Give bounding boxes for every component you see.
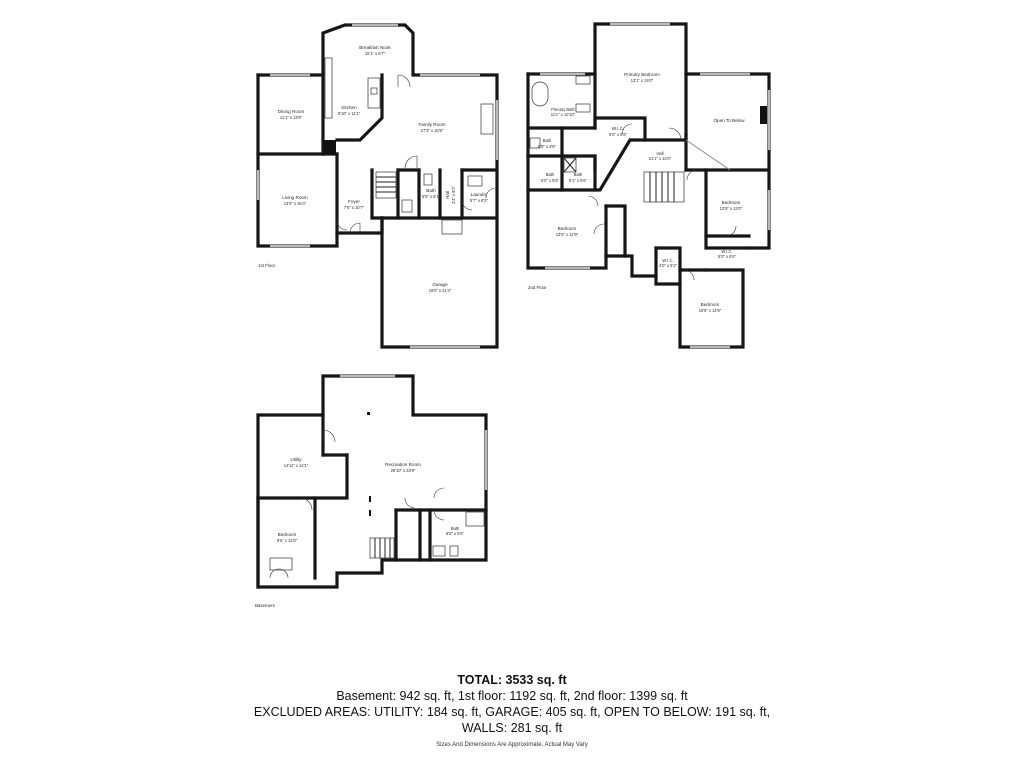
family-room-dims: 27'3" x 16'5" bbox=[421, 128, 444, 133]
dining-room-name: Dining Room bbox=[278, 109, 305, 114]
excluded-areas-line-1: EXCLUDED AREAS: UTILITY: 184 sq. ft, GAR… bbox=[253, 705, 771, 719]
first-floor-plan: 1st Floor Breakfast Nook 15'1" x 6'7" Di… bbox=[256, 23, 499, 349]
disclaimer: Sizes And Dimensions Are Approximate, Ac… bbox=[436, 742, 588, 748]
utility-name: Utility bbox=[290, 457, 302, 462]
primary-bath-name: Primary Bath bbox=[551, 107, 575, 112]
excluded-areas-line-2: WALLS: 281 sq. ft bbox=[461, 721, 563, 735]
wic-2-name: W.I.C. bbox=[662, 258, 673, 263]
bath-2b-dims: 5'0" x 5'6" bbox=[541, 178, 559, 183]
living-room-name: Living Room bbox=[282, 195, 308, 200]
basement-label: Basement bbox=[255, 603, 276, 608]
hall-2nd-dims: 21'1" x 14'0" bbox=[649, 156, 672, 161]
wic-3-name: W.I.C. bbox=[721, 249, 732, 254]
wic-2-dims: 4'0" x 5'2" bbox=[659, 263, 677, 268]
primary-bedroom-name: Primary Bedroom bbox=[624, 72, 660, 77]
bath-2b-name: Bath bbox=[546, 172, 555, 177]
primary-bedroom-dims: 13'1" x 19'0" bbox=[631, 78, 654, 83]
second-floor-label: 2nd Floor bbox=[528, 285, 547, 290]
floor-area-breakdown: Basement: 942 sq. ft, 1st floor: 1192 sq… bbox=[336, 689, 688, 703]
bedroom-2nd-left-name: Bedroom bbox=[558, 226, 577, 231]
laundry-dims: 5'7" x 8'2" bbox=[470, 198, 488, 203]
bath-2a-name: Bath bbox=[543, 138, 552, 143]
bedroom-2nd-bottom-dims: 10'5" x 14'6" bbox=[699, 308, 722, 313]
garage-dims: 19'0" x 21'4" bbox=[429, 288, 452, 293]
recreation-room-name: Recreation Room bbox=[385, 462, 421, 467]
family-room-name: Family Room bbox=[418, 122, 445, 127]
garage-name: Garage bbox=[432, 282, 448, 287]
kitchen-dims: 9'10" x 11'1" bbox=[338, 111, 361, 116]
foyer-name: Foyer bbox=[348, 199, 360, 204]
bath-bsmt-name: Bath bbox=[451, 526, 460, 531]
total-area: TOTAL: 3533 sq. ft bbox=[457, 673, 567, 687]
bedroom-2nd-right-name: Bedroom bbox=[722, 200, 741, 205]
area-summary: TOTAL: 3533 sq. ft Basement: 942 sq. ft,… bbox=[0, 672, 1024, 748]
bath-1st-name: Bath bbox=[426, 188, 436, 193]
bath-1st-dims: 5'6" x 6'1" bbox=[422, 194, 440, 199]
bedroom-2nd-left-dims: 13'0" x 12'9" bbox=[556, 232, 579, 237]
wic-3-dims: 5'0" x 6'6" bbox=[718, 254, 736, 259]
bedroom-2nd-right-dims: 12'9" x 13'0" bbox=[720, 206, 743, 211]
basement-plan: Basement Utility 14'11" x 14'1" Recreati… bbox=[255, 374, 488, 608]
bedroom-bsmt-dims: 9'5" x 12'6" bbox=[277, 538, 298, 543]
wic-primary-dims: 8'0" x 6'8" bbox=[609, 132, 627, 137]
bedroom-bsmt-name: Bedroom bbox=[278, 532, 297, 537]
recreation-room-dims: 28'10" x 33'9" bbox=[391, 468, 416, 473]
breakfast-nook-dims: 15'1" x 6'7" bbox=[365, 51, 386, 56]
hall-2nd-name: Hall bbox=[656, 151, 663, 156]
bath-2c-dims: 5'1" x 5'6" bbox=[569, 178, 587, 183]
bath-2c-name: Bath bbox=[574, 172, 583, 177]
foyer-dims: 7'6" x 10'7" bbox=[344, 205, 365, 210]
dining-room-dims: 11'1" x 13'8" bbox=[280, 115, 303, 120]
kitchen-name: Kitchen bbox=[341, 105, 357, 110]
hall-1st-name: Hall bbox=[445, 191, 450, 199]
breakfast-nook-name: Breakfast Nook bbox=[359, 45, 391, 50]
first-floor-label: 1st Floor bbox=[258, 263, 276, 268]
bedroom-2nd-bottom-name: Bedroom bbox=[701, 302, 720, 307]
hall-1st-dims: 3'4" x 9'2" bbox=[451, 186, 456, 204]
laundry-name: Laundry bbox=[471, 192, 488, 197]
open-to-below-name: Open To Below bbox=[713, 118, 745, 123]
primary-bath-dims: 11'1" x 10'10" bbox=[551, 112, 576, 117]
wic-primary-name: W.I.C. bbox=[612, 126, 625, 131]
living-room-dims: 13'0" x 15'4" bbox=[284, 201, 307, 206]
bath-2a-dims: 6'9" x 3'8" bbox=[538, 144, 556, 149]
utility-dims: 14'11" x 14'1" bbox=[284, 463, 309, 468]
second-floor-plan: 2nd Floor Primary Bedroom 13'1" x 19'0" … bbox=[526, 22, 771, 349]
bath-bsmt-dims: 8'2" x 5'6" bbox=[446, 531, 464, 536]
